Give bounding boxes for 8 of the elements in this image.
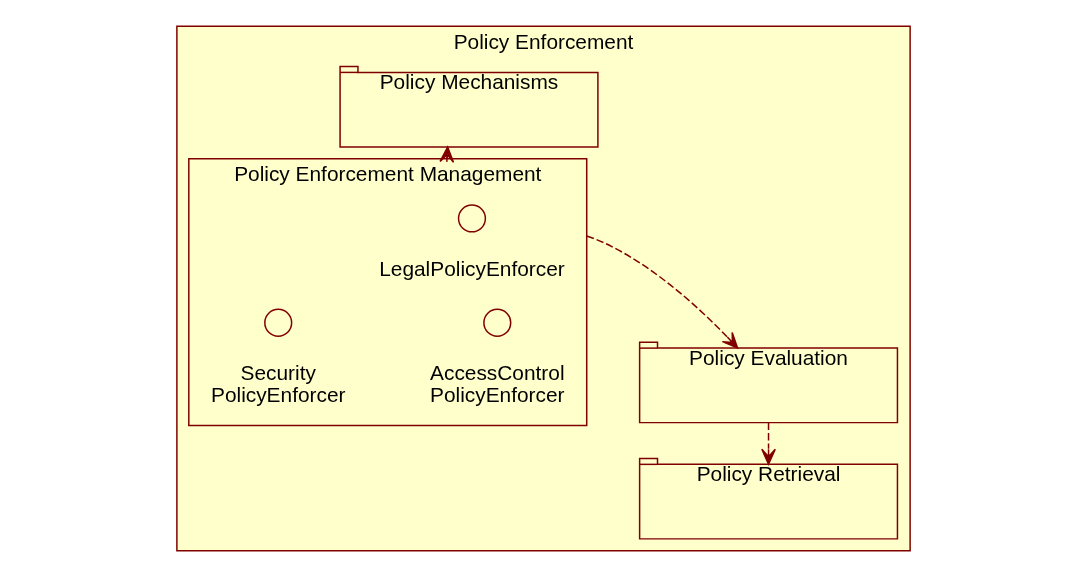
node-label: AccessControl PolicyEnforcer (430, 360, 565, 407)
node-circle (483, 308, 512, 337)
node-circle (264, 308, 293, 337)
node-circle (457, 204, 487, 233)
arrow (585, 235, 739, 349)
node-label: LegalPolicyEnforcer (379, 257, 565, 281)
node-label: Security PolicyEnforcer (210, 360, 346, 407)
arrow (761, 421, 776, 465)
